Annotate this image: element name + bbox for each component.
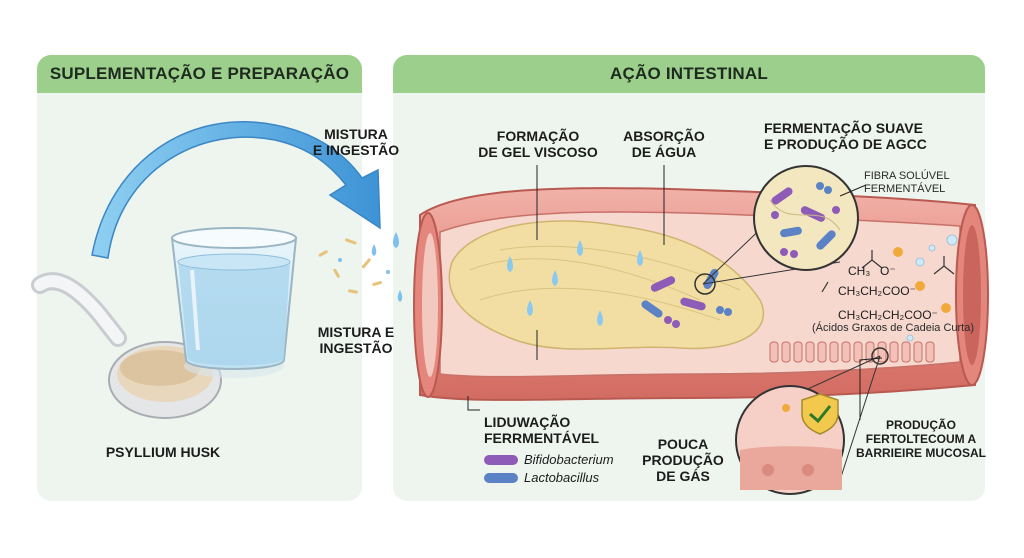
label-mix-bottom: MISTURA E INGESTÃO <box>306 324 406 356</box>
legend-lactobacillus: Lactobacillus <box>484 470 599 485</box>
chem-propionate: CH₃CH₂COO⁻ <box>838 284 916 298</box>
label-water: ABSORÇÃO DE ÁGUA <box>614 128 714 160</box>
chem-acetate-group: CH₃ <box>848 264 870 278</box>
chem-acetate-charge: O⁻ <box>880 264 896 278</box>
legend-label-bifido: Bifidobacterium <box>524 452 614 467</box>
legend-swatch-lacto <box>484 473 518 483</box>
legend-swatch-bifido <box>484 455 518 465</box>
label-mix-top: MISTURA E INGESTÃO <box>308 126 404 158</box>
label-psyllium: PSYLLIUM HUSK <box>88 444 238 460</box>
fiber-particles <box>318 232 402 302</box>
label-gel: FORMAÇÃO DE GEL VISCOSO <box>468 128 608 160</box>
chem-butyrate: CH₃CH₂CH₂COO⁻ <box>838 308 938 322</box>
legend-label-lacto: Lactobacillus <box>524 470 599 485</box>
label-barrier: PRODUÇÃO FERTOLTECOUM A BARRIEIRE MUCOSA… <box>856 418 986 460</box>
label-gas: POUCA PRODUÇÃO DE GÁS <box>640 436 726 484</box>
legend-bifidobacterium: Bifidobacterium <box>484 452 614 467</box>
label-fermentation: FERMENTAÇÃO SUAVE E PRODUÇÃO DE AGCC <box>764 120 964 152</box>
label-liquefaction: LIDUWAÇÃO FERRMENTÁVEL <box>484 414 624 446</box>
label-scfa: (Ácidos Graxos de Cadeia Curta) <box>812 322 982 335</box>
water-glass-icon <box>172 228 296 378</box>
label-fiber: FIBRA SOLÚVEL FERMENTÁVEL <box>864 170 974 196</box>
chem-acetate: CH₃ <box>848 264 870 278</box>
